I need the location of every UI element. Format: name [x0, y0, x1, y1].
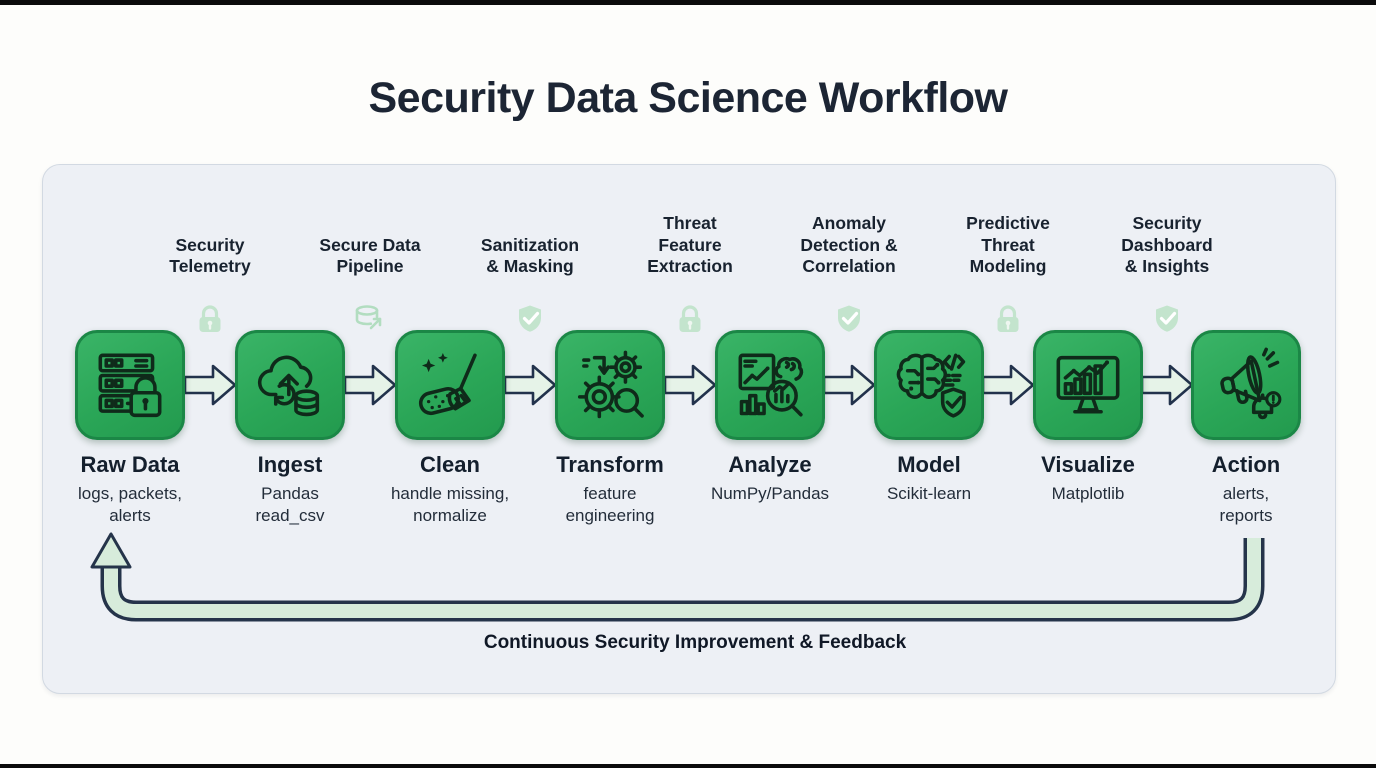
- connector-label: Secure Data Pipeline: [319, 234, 421, 277]
- stage-box: [1191, 330, 1301, 440]
- lock-icon: [199, 305, 221, 332]
- stage-box: [75, 330, 185, 440]
- flow-arrow-icon: [503, 364, 557, 406]
- stage-title: Visualize: [1041, 452, 1135, 477]
- stage-title: Model: [897, 452, 961, 477]
- stage-box: [715, 330, 825, 440]
- stage-box: [555, 330, 665, 440]
- connector-label: Predictive Threat Modeling: [966, 212, 1050, 277]
- gears-magnifier-icon: [577, 350, 644, 419]
- flow-arrow-icon: [1140, 364, 1194, 406]
- top-letterbox-bar: [0, 0, 1376, 5]
- cloud-upload-database-icon: [257, 355, 320, 417]
- brain-circuit-shield-icon: [896, 353, 966, 418]
- connector-label: Security Dashboard & Insights: [1121, 212, 1213, 277]
- stage-title: Ingest: [257, 452, 323, 477]
- connector-label: Anomaly Detection & Correlation: [800, 212, 898, 277]
- feedback-label: Continuous Security Improvement & Feedba…: [483, 632, 907, 653]
- stage-box: [395, 330, 505, 440]
- stage-subtitle: feature engineering: [565, 484, 655, 525]
- sponge-broom-icon: [418, 352, 477, 416]
- stage-title: Clean: [420, 452, 480, 477]
- server-lock-icon: [98, 353, 162, 418]
- flow-arrow-icon: [183, 364, 237, 406]
- megaphone-bell-icon: [1220, 347, 1282, 420]
- stage-box: [1033, 330, 1143, 440]
- stage-subtitle: Matplotlib: [1051, 484, 1125, 503]
- lock-icon: [997, 305, 1019, 332]
- flow-arrow-icon: [343, 364, 397, 406]
- bottom-letterbox-bar: [0, 764, 1376, 768]
- shield-check-icon: [1156, 305, 1178, 332]
- stage-subtitle: Pandas read_csv: [255, 484, 325, 525]
- flow-arrow-icon: [663, 364, 717, 406]
- stage-subtitle: alerts, reports: [1219, 484, 1273, 525]
- lock-icon: [679, 305, 701, 332]
- flow-arrow-icon: [822, 364, 876, 406]
- database-arrow-icon: [355, 305, 382, 330]
- stage-title: Action: [1211, 452, 1281, 477]
- stage-subtitle: NumPy/Pandas: [710, 484, 830, 503]
- stage-box: [235, 330, 345, 440]
- connector-label: Sanitization & Masking: [480, 234, 580, 277]
- stage-subtitle: Scikit-learn: [886, 484, 972, 503]
- connector-label: Security Telemetry: [169, 234, 251, 277]
- stage-box: [874, 330, 984, 440]
- page-title: Security Data Science Workflow: [368, 74, 1009, 122]
- monitor-chart-icon: [1056, 355, 1120, 414]
- chart-brain-magnifier-icon: [738, 353, 804, 417]
- shield-check-icon: [519, 305, 541, 332]
- stage-title: Analyze: [728, 452, 812, 477]
- shield-check-icon: [838, 305, 860, 332]
- stage-title: Transform: [556, 452, 664, 477]
- stage-subtitle: handle missing, normalize: [390, 484, 510, 525]
- stage-subtitle: logs, packets, alerts: [78, 484, 182, 525]
- stage-title: Raw Data: [80, 452, 180, 477]
- flow-arrow-icon: [981, 364, 1035, 406]
- connector-label: Threat Feature Extraction: [647, 212, 733, 277]
